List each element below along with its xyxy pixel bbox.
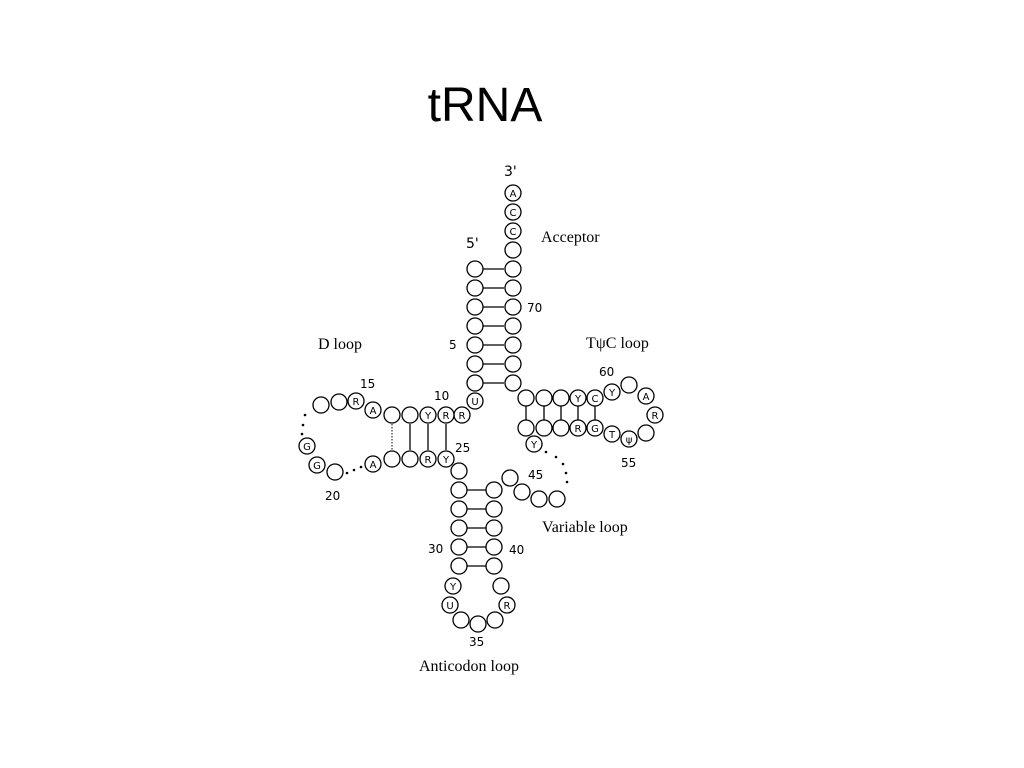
position-number: 45 [528, 468, 543, 482]
base-letter: A [370, 460, 377, 471]
anticodon-loop-label: Anticodon loop [419, 658, 519, 675]
base-letter: G [591, 424, 599, 435]
base-letter: A [510, 189, 517, 200]
base-letter: C [592, 394, 599, 405]
base-letter: C [510, 227, 517, 238]
base-letter: T [608, 430, 616, 441]
base-letter: ψ [626, 435, 633, 446]
base-letter: Y [442, 455, 450, 466]
base-letter: R [652, 411, 659, 422]
base-letter: Y [424, 411, 432, 422]
position-number: 20 [325, 489, 340, 503]
anticodon-stem-bonds [467, 489, 486, 567]
base-letter: R [425, 455, 432, 466]
position-number: 30 [428, 542, 443, 556]
acceptor-label: Acceptor [541, 229, 600, 246]
position-number: 70 [527, 301, 542, 315]
tpsic-loop-label: TψC loop [586, 335, 649, 352]
base-letter: R [575, 424, 582, 435]
base-letter: R [459, 411, 466, 422]
base-letter: G [313, 461, 321, 472]
three-prime-end-label: 3' [504, 164, 517, 180]
base-letter: Y [608, 388, 616, 399]
base-letter: A [643, 392, 650, 403]
base-letter: R [353, 397, 360, 408]
d-loop-label: D loop [318, 336, 362, 353]
nucleotides [298, 184, 664, 633]
base-letter: Y [449, 582, 457, 593]
base-letter: R [443, 411, 450, 422]
variable-loop-label: Variable loop [542, 519, 628, 536]
position-number: 5 [449, 338, 457, 352]
position-number: 25 [455, 441, 470, 455]
position-number: 60 [599, 365, 614, 379]
base-letters: A C C U R R Y A R G G A R Y Y U R Y C Y … [303, 189, 658, 612]
base-letter: C [510, 208, 517, 219]
base-letter: A [370, 406, 377, 417]
position-numbers: 5 10 15 20 25 30 35 40 45 55 60 70 [325, 301, 636, 649]
acceptor-stem-bonds [483, 268, 504, 384]
base-letter: U [446, 601, 453, 612]
position-number: 40 [509, 543, 524, 557]
dotted-connectors [300, 413, 569, 484]
d-stem-bonds [391, 424, 447, 450]
position-number: 10 [434, 389, 449, 403]
base-letter: Y [530, 440, 538, 451]
five-prime-end-label: 5' [466, 236, 479, 252]
base-letter: Y [574, 394, 582, 405]
slide-title: tRNA [427, 79, 543, 132]
base-letter: R [504, 601, 511, 612]
base-letter: G [303, 442, 311, 453]
position-number: 35 [469, 635, 484, 649]
t-stem-bonds [525, 406, 596, 420]
position-number: 15 [360, 377, 375, 391]
position-number: 55 [621, 456, 636, 470]
base-letter: U [471, 397, 478, 408]
